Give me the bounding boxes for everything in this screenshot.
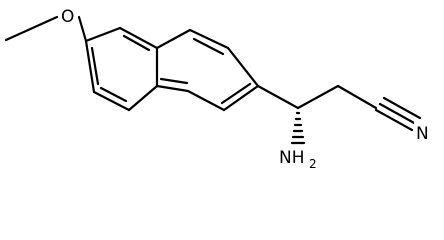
bond-ring-b-3 — [226, 46, 260, 88]
bond-ring-b-2 — [188, 28, 230, 50]
bond-nitrile-3 — [382, 96, 422, 120]
nitrile-nitrogen-label: N — [416, 124, 429, 144]
bond-ring-a-1 — [84, 26, 122, 43]
bond-ring-a-4 — [127, 84, 159, 112]
bond-ring-b-inner-1 — [192, 37, 225, 56]
bond-nitrile-1 — [378, 102, 418, 126]
amine-subscript: 2 — [309, 157, 317, 171]
bond-ring-a-inner-2 — [99, 86, 128, 103]
bond-ring-a-inner-1 — [122, 34, 151, 52]
bond-nitrile-2 — [374, 108, 414, 132]
oxygen-atom-label: O — [61, 7, 74, 27]
bond-ring-a-6 — [84, 39, 96, 94]
bond-ch2-nitrile-carbon — [336, 84, 378, 110]
bond-oxygen-ring — [77, 15, 88, 43]
bond-stereocenter-ch2 — [296, 84, 340, 110]
bond-ring-a-5 — [92, 90, 131, 112]
bond-ring-b-1 — [155, 28, 192, 50]
bond-methyl-oxygen — [4, 15, 59, 42]
bond-ring-stereocenter — [256, 84, 300, 110]
chemical-structure: O NH 2 N — [4, 7, 429, 171]
bond-ring-b-inner-2 — [220, 82, 252, 105]
amine-atom-label: NH — [279, 148, 305, 168]
hashed-wedge-bond — [290, 111, 306, 145]
bond-ring-a-2 — [118, 26, 159, 50]
bond-ring-a-inner-3 — [90, 46, 100, 86]
bond-ring-b-5 — [186, 89, 226, 112]
bond-ring-b-4 — [222, 84, 260, 112]
bond-ring-b-inner-3 — [159, 77, 189, 85]
bond-ring-b-6 — [155, 84, 190, 93]
